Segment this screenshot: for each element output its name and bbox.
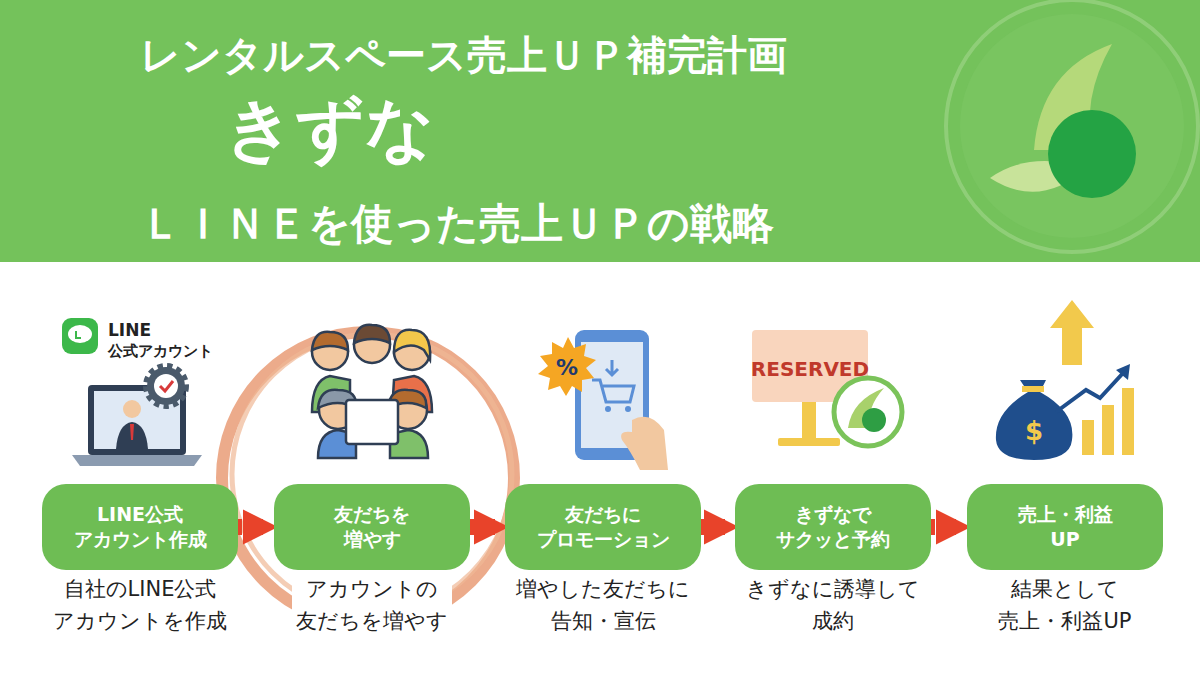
text-line: アカウントの (296, 574, 448, 606)
text-line: 友だちに (537, 502, 670, 527)
text-line: 結果として (998, 574, 1131, 606)
text-line: 友だちを増やす (296, 606, 448, 638)
text-line: 自社のLINE公式 (53, 574, 227, 606)
text-line: サクッと予約 (776, 527, 890, 552)
line-account-icon (62, 318, 202, 466)
text-line: 告知・宣伝 (516, 606, 690, 638)
header-heading: ＬＩＮＥを使った売上ＵＰの戦略 (140, 196, 774, 252)
step-text: 売上・利益 UP (1018, 502, 1113, 551)
flow-arrow (238, 519, 264, 535)
step-box: 友だちを 増やす (274, 484, 470, 570)
brush-circle (222, 332, 514, 624)
brush-circle (232, 334, 512, 614)
text-line: 売上・利益UP (998, 606, 1131, 638)
phone-icon (538, 330, 668, 470)
flow-arrow (701, 519, 725, 535)
step-description: 増やした友だちに 告知・宣伝 (516, 574, 690, 637)
brand-name: きずな (225, 84, 435, 175)
logo-text: 公式アカウント (108, 340, 213, 363)
step-description: 結果として 売上・利益UP (998, 574, 1131, 637)
sign-text: RESERVED (751, 354, 869, 384)
header-logo (946, 0, 1198, 252)
step-description: きずなに誘導して 成約 (746, 574, 920, 637)
step-box: 売上・利益 UP (967, 484, 1163, 570)
text-line: 成約 (746, 606, 920, 638)
text-line: きずなに誘導して (746, 574, 920, 606)
text-line: 売上・利益 (1018, 502, 1113, 527)
text-line: きずなで (776, 502, 890, 527)
step-description: 自社のLINE公式 アカウントを作成 (53, 574, 227, 637)
step-box: 友だちに プロモーション (505, 484, 701, 570)
flow-arrow (931, 519, 957, 535)
logo-text: LINE (108, 318, 151, 344)
reserved-icon (752, 330, 902, 446)
money-icon (996, 300, 1134, 460)
flow-arrow (470, 519, 495, 535)
text-line: UP (1018, 527, 1113, 552)
text-line: 増やす (334, 527, 410, 552)
text-line: アカウント作成 (74, 527, 207, 552)
step-box: LINE公式 アカウント作成 (42, 484, 238, 570)
text-line: LINE公式 (74, 502, 207, 527)
text-line: アカウントを作成 (53, 606, 227, 638)
step-text: 友だちに プロモーション (537, 502, 670, 551)
text-line: 友だちを (334, 502, 410, 527)
text-line: プロモーション (537, 527, 670, 552)
step-text: 友だちを 増やす (334, 502, 410, 551)
icon-symbol: % (556, 351, 578, 384)
text-line: 増やした友だちに (516, 574, 690, 606)
icon-symbol: $ (1025, 412, 1043, 451)
step-text: LINE公式 アカウント作成 (74, 502, 207, 551)
step-text: きずなで サクッと予約 (776, 502, 890, 551)
step-description: アカウントの 友だちを増やす (292, 574, 452, 637)
people-icon (312, 325, 432, 458)
header-heading: レンタルスペース売上ＵＰ補完計画 (140, 28, 787, 83)
step-box: きずなで サクッと予約 (735, 484, 931, 570)
